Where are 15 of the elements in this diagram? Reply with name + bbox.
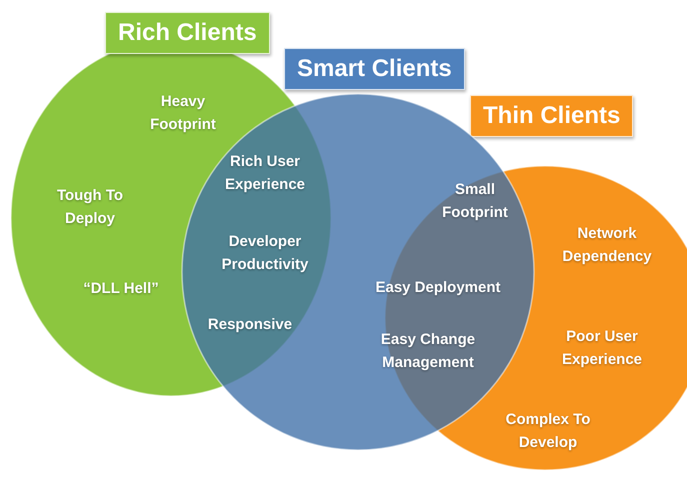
feature-text: Rich User Experience (224, 152, 306, 195)
feature-text: Tough To Deploy (56, 186, 124, 229)
title-banner: Thin Clients (470, 95, 634, 137)
feature-text: Easy Change Management (380, 330, 476, 373)
feature-text: Network Dependency (561, 224, 653, 267)
title-banner: Smart Clients (284, 48, 465, 90)
feature-text: Developer Productivity (220, 232, 310, 275)
feature-text: Heavy Footprint (149, 92, 217, 135)
feature-text: Easy Deployment (374, 278, 502, 298)
feature-text: Responsive (206, 315, 294, 335)
feature-text: Small Footprint (441, 180, 509, 223)
feature-text: “DLL Hell” (82, 279, 160, 299)
feature-text: Complex To Develop (504, 410, 592, 453)
feature-text: Poor User Experience (560, 327, 644, 370)
title-banner: Rich Clients (105, 12, 270, 54)
